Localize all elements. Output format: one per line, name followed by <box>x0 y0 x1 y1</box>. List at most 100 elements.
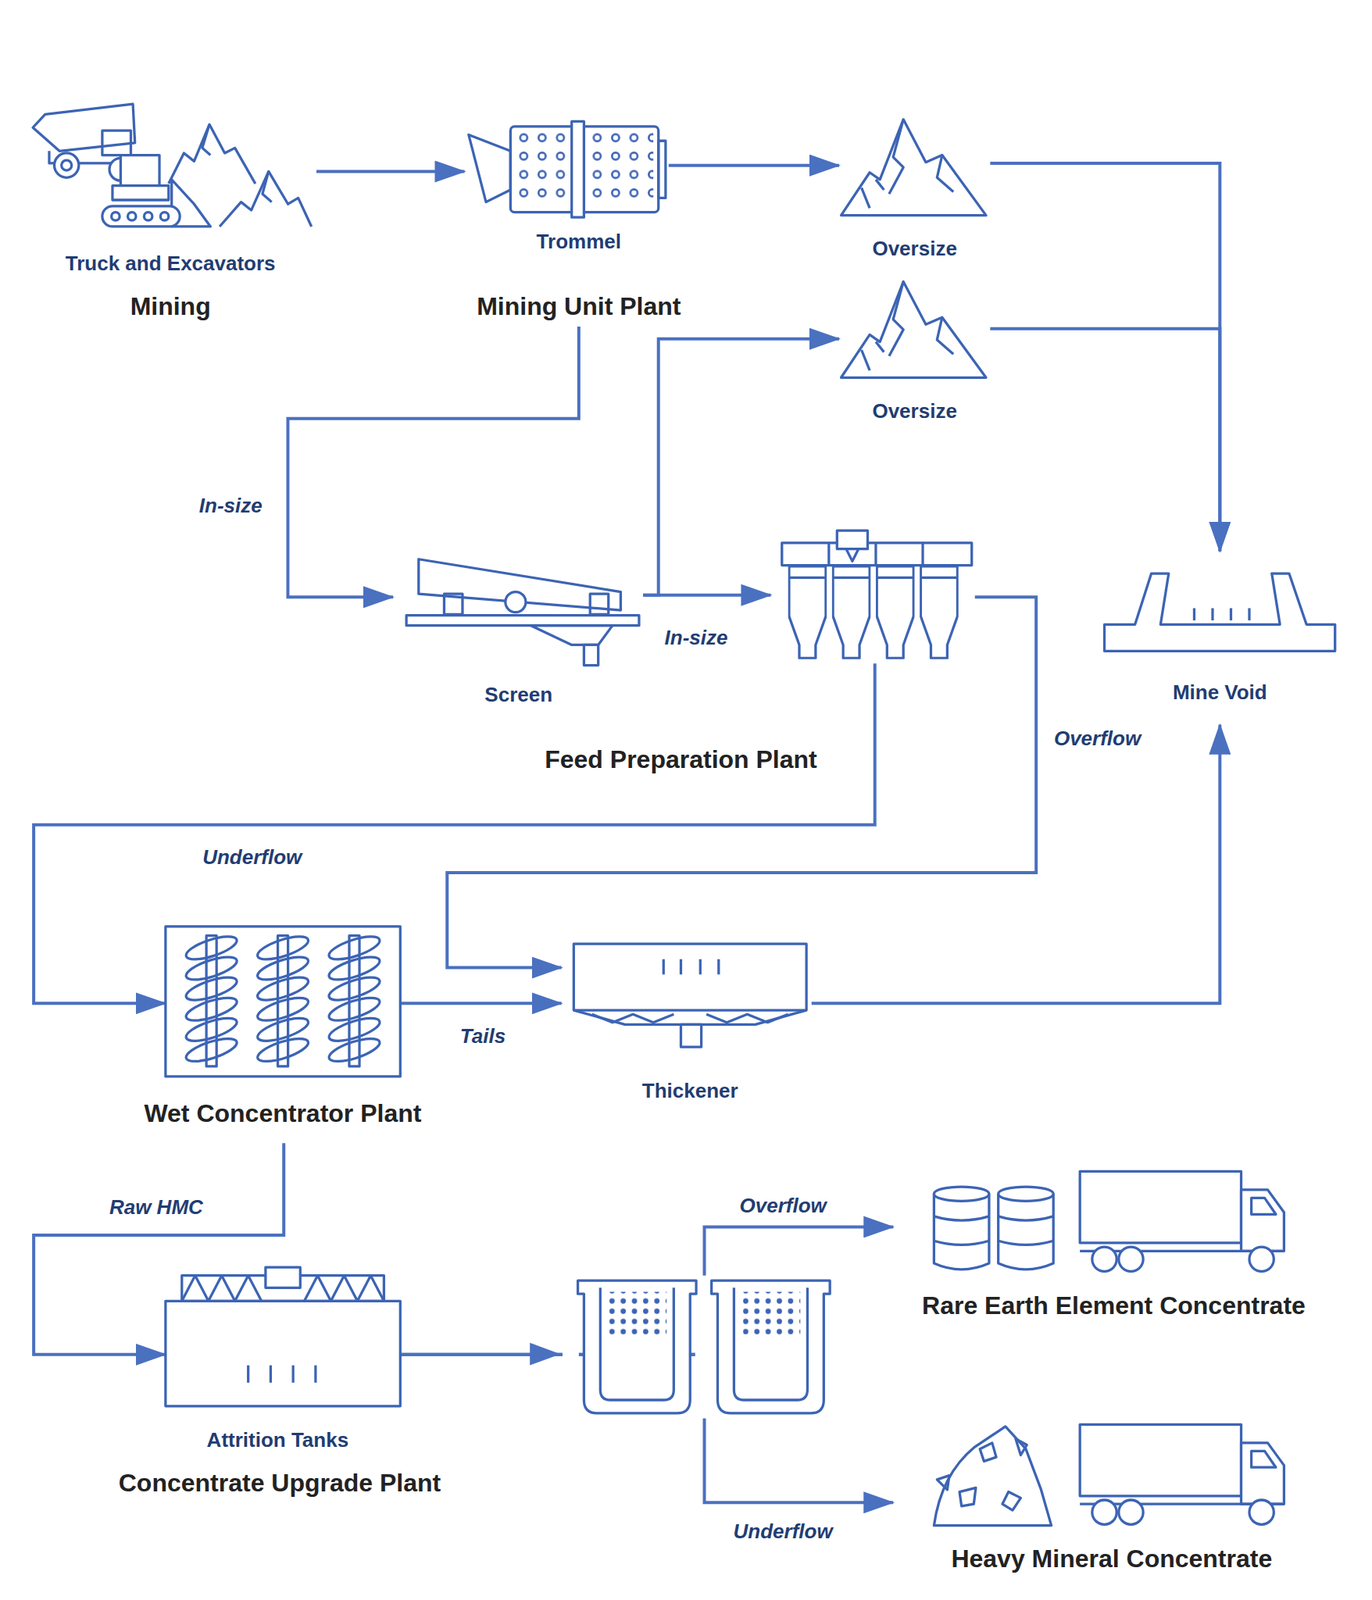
icon-stroke <box>832 566 870 659</box>
icon-stroke <box>111 212 120 221</box>
separator-icon <box>529 1275 830 1419</box>
plant-illustration <box>32 103 1336 1526</box>
feed-bins-icon <box>782 530 972 658</box>
icon-stroke <box>679 959 683 976</box>
icon-stroke <box>120 155 160 186</box>
icon-stroke <box>846 549 859 562</box>
process-node: Oversize <box>839 277 990 380</box>
flow-arrow <box>33 663 876 1004</box>
icon-stroke <box>706 1014 788 1022</box>
process-node: TrommelMining Unit Plant <box>464 117 669 327</box>
unit-label: Trommel <box>536 230 622 254</box>
unit-label: Oversize <box>871 400 957 424</box>
icon-stroke <box>292 1365 295 1383</box>
icon-stroke <box>936 1475 950 1490</box>
icon-stroke <box>827 543 830 566</box>
icon-stroke <box>711 1280 831 1414</box>
icon-stroke <box>573 1008 807 1012</box>
icon-stroke <box>168 124 256 184</box>
icon-stroke <box>733 1287 808 1401</box>
icon-stroke <box>143 212 152 221</box>
flow-label: Underflow <box>731 1520 836 1544</box>
icon-stroke <box>562 1346 579 1363</box>
flow-label: Overflow <box>736 1194 829 1219</box>
icon-stroke <box>1229 607 1233 621</box>
icon-stroke <box>933 1426 1051 1526</box>
section-heading: Mining Unit Plant <box>476 292 681 322</box>
icon-stroke <box>717 959 720 976</box>
flow-arrow <box>643 339 840 596</box>
section-heading: Rare Earth Element Concentrate <box>921 1291 1306 1321</box>
icon-stroke <box>265 1267 301 1288</box>
icon-stroke <box>571 121 585 218</box>
icon-stroke <box>782 543 972 566</box>
section-heading: Wet Concentrator Plant <box>143 1099 422 1129</box>
icon-stroke <box>1002 1492 1022 1512</box>
icon-stroke <box>246 1365 250 1383</box>
flow-arrow <box>989 163 1220 551</box>
icon-stroke <box>920 566 958 659</box>
icon-stroke <box>182 1275 262 1302</box>
icon-stroke <box>443 593 463 615</box>
icon-stroke <box>1104 573 1336 651</box>
spiral-concentrator-icon <box>165 926 401 1077</box>
thickener-icon <box>573 943 807 1047</box>
unit-label: Truck and Excavators <box>65 252 276 276</box>
icon-stroke <box>530 625 612 646</box>
icon-stroke <box>54 153 79 178</box>
flow-arrow <box>287 326 579 597</box>
process-node: Truck and ExcavatorsMining <box>30 96 317 230</box>
icon-stroke <box>578 1280 697 1414</box>
flow-label: Overflow <box>1051 727 1144 751</box>
unit-label: Thickener <box>642 1079 739 1104</box>
icon-stroke <box>1247 607 1251 621</box>
icon-stroke <box>165 926 401 1077</box>
process-node: Wet Concentrator Plant <box>165 923 401 1144</box>
icon-stroke <box>658 140 666 198</box>
icon-stroke <box>255 932 311 1067</box>
icon-stroke <box>314 1365 317 1383</box>
flow-arrow <box>316 170 465 174</box>
icon-stroke <box>32 103 136 151</box>
unit-label: Oversize <box>871 237 957 261</box>
mining-equipment-icon <box>32 103 312 227</box>
icon-stroke <box>1079 1424 1284 1525</box>
icon-stroke <box>1079 1171 1284 1272</box>
icon-stroke <box>304 1275 385 1302</box>
process-node: Screen <box>393 553 644 668</box>
icon-stroke <box>998 1186 1055 1201</box>
icon-stroke <box>219 171 312 227</box>
flow-arrow <box>400 1001 561 1005</box>
process-node: Oversize <box>839 114 990 217</box>
icon-stroke <box>1193 607 1196 621</box>
screen-icon <box>406 559 640 666</box>
icon-stroke <box>202 124 211 155</box>
icon-stroke <box>998 1193 1055 1270</box>
icon-stroke <box>262 171 272 202</box>
icon-stroke <box>573 943 807 1025</box>
icon-stroke <box>695 1275 719 1419</box>
icon-stroke <box>874 543 877 566</box>
flow-arrow <box>668 164 840 168</box>
icon-stroke <box>933 1216 990 1246</box>
icon-stroke <box>102 206 180 227</box>
section-heading: Mining <box>130 292 211 322</box>
icon-stroke <box>583 644 598 665</box>
icon-stroke <box>711 1280 831 1414</box>
icon-stroke <box>468 134 511 202</box>
process-node: Heavy Mineral Concentrate <box>893 1421 1292 1532</box>
ree-drums-truck-icon <box>933 1171 1284 1272</box>
icon-stroke <box>998 1216 1055 1246</box>
process-node: Attrition TanksConcentrate Upgrade Plant <box>165 1265 401 1409</box>
flow-label: Raw HMC <box>107 1196 206 1220</box>
section-heading: Feed Preparation Plant <box>544 745 818 775</box>
trommel-icon <box>468 121 666 218</box>
icon-stroke <box>933 1186 990 1201</box>
icon-stroke <box>269 1365 272 1383</box>
icon-stroke <box>112 185 169 201</box>
section-heading: Concentrate Upgrade Plant <box>118 1468 442 1498</box>
icon-stroke <box>326 932 383 1067</box>
